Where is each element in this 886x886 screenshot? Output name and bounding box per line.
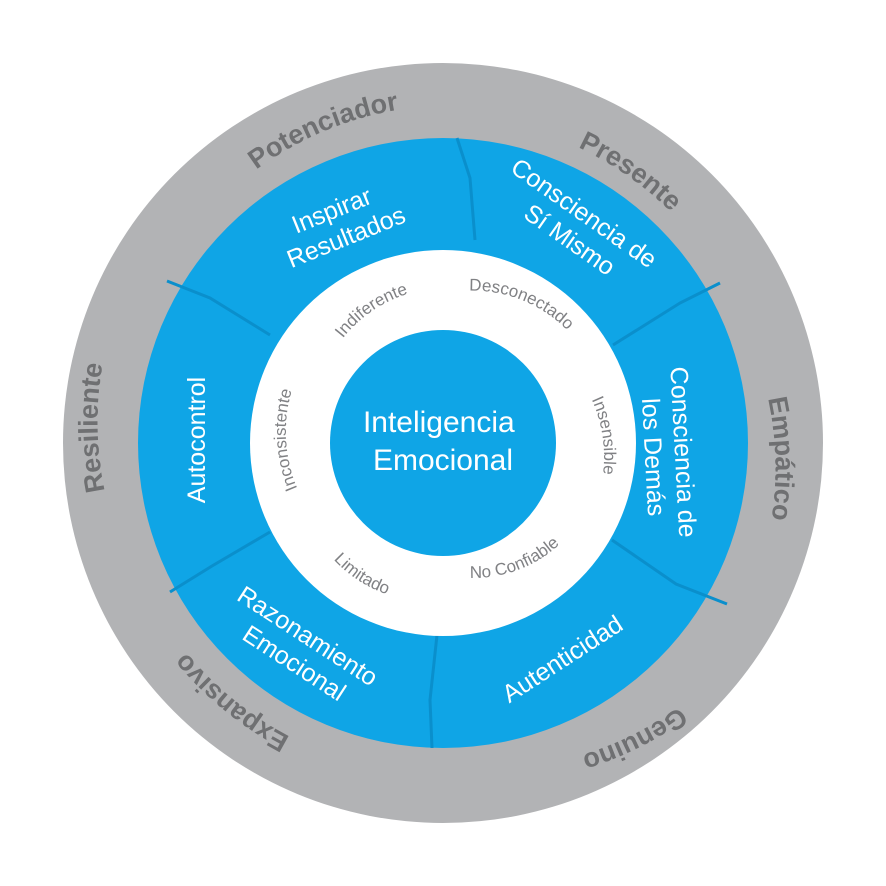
segment-divider	[612, 281, 721, 347]
segment-divider	[169, 530, 271, 594]
center-circle	[330, 330, 556, 556]
segment-divider	[611, 538, 728, 606]
segment-label-autocontrol: Autocontrol	[183, 377, 211, 503]
segment-divider	[455, 137, 477, 241]
center-title: Inteligencia Emocional	[363, 406, 523, 477]
segment-divider	[166, 279, 271, 337]
segment-dividers	[166, 137, 728, 749]
segment-divider	[428, 634, 439, 749]
